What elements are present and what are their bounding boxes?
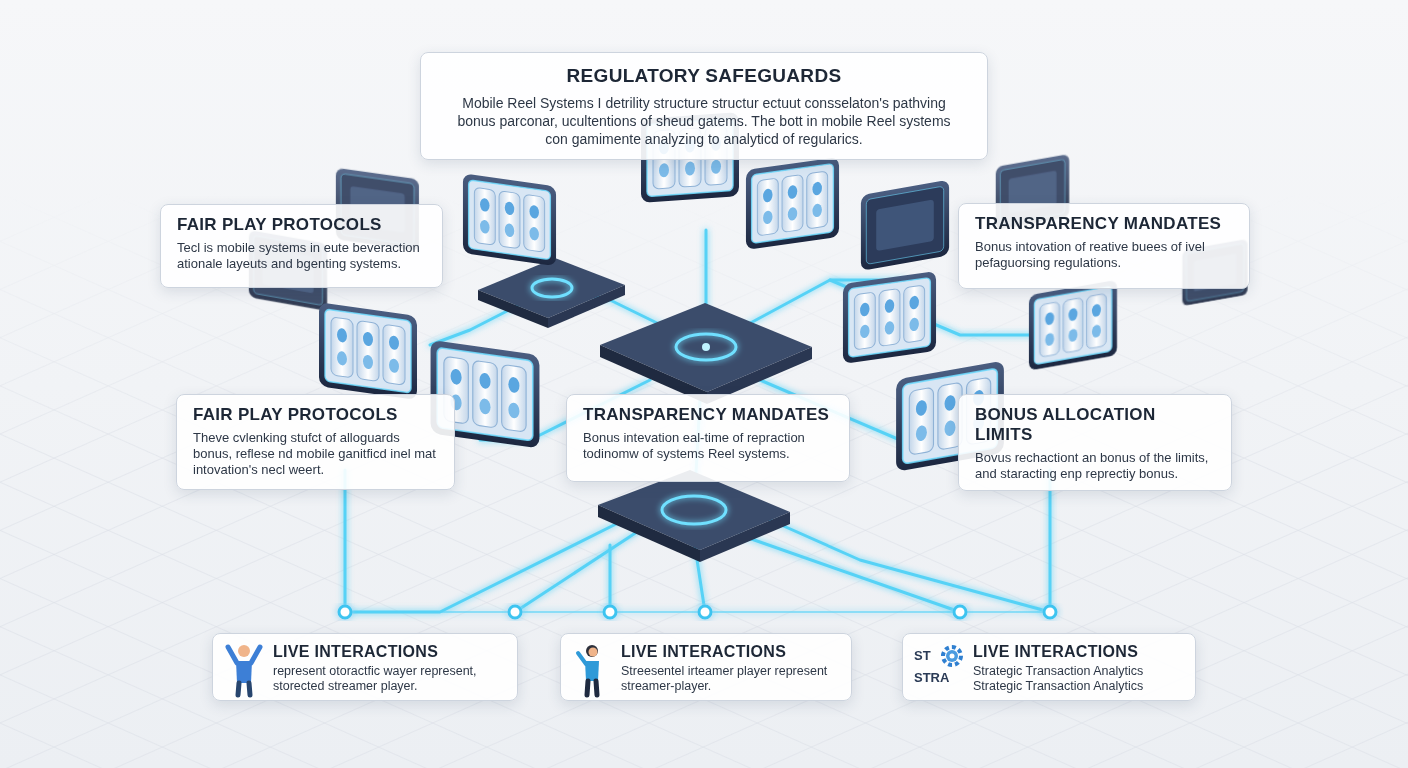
slot-devices xyxy=(1029,280,1117,371)
slot-devices xyxy=(1029,280,1117,371)
connection-nodes xyxy=(1044,606,1056,618)
glow-connections xyxy=(344,470,347,612)
glow-connections xyxy=(740,535,960,612)
text-box: LIVE INTERACTIONS represent otoractfic wa… xyxy=(212,633,518,701)
box-heading: TRANSPARENCY MANDATES xyxy=(975,214,1235,234)
slot-devices xyxy=(843,271,936,364)
slot-devices xyxy=(861,180,949,271)
text-box: TRANSPARENCY MANDATES Bonus intevation ea… xyxy=(566,394,850,482)
box-heading: LIVE INTERACTIONS xyxy=(621,643,841,661)
slot-devices xyxy=(463,173,556,266)
box-heading: FAIR PLAY PROTOCOLS xyxy=(177,215,428,235)
connection-nodes xyxy=(509,606,521,618)
slot-devices xyxy=(463,173,556,266)
text-box: FAIR PLAY PROTOCOLS Theve cvlenking stufc… xyxy=(176,394,455,490)
box-body: Bonus intevation eal-time of repraction … xyxy=(583,430,835,462)
text-box: TRANSPARENCY MANDATES Bonus intovation of… xyxy=(958,203,1250,289)
box-body: Bonus intovation of reative buees of ive… xyxy=(975,239,1235,271)
box-body: Tecl is mobile systems in eute beveracti… xyxy=(177,240,428,272)
slot-devices xyxy=(746,157,839,250)
glow-connections xyxy=(1049,470,1052,612)
box-heading: TRANSPARENCY MANDATES xyxy=(583,405,835,425)
box-body: Bovus rechactiont an bonus of the limits… xyxy=(975,450,1217,482)
slot-devices xyxy=(746,157,839,250)
box-body: Strategic Transaction Analytics Strategi… xyxy=(973,664,1185,694)
icon-label: ST xyxy=(914,648,931,663)
glow-connections xyxy=(770,520,1050,612)
slot-devices xyxy=(861,180,949,271)
box-body: Streesentel irteamer player represent st… xyxy=(621,664,841,694)
connection-nodes xyxy=(339,606,351,618)
connection-nodes xyxy=(954,606,966,618)
box-body: Mobile Reel Systems I detrility structur… xyxy=(445,94,963,148)
platforms xyxy=(700,512,790,562)
platforms xyxy=(598,470,790,550)
box-body: represent otoractfic wayer represent, st… xyxy=(273,664,507,694)
slot-devices xyxy=(843,271,936,364)
box-heading: LIVE INTERACTIONS xyxy=(973,643,1185,661)
platforms xyxy=(600,303,812,392)
text-box: REGULATORY SAFEGUARDS Mobile Reel Systems… xyxy=(420,52,988,160)
platforms xyxy=(702,343,710,351)
text-box: FAIR PLAY PROTOCOLS Tecl is mobile system… xyxy=(160,204,443,288)
platforms xyxy=(676,334,736,360)
box-heading: BONUS ALLOCATION LIMITS xyxy=(975,405,1217,445)
box-heading: FAIR PLAY PROTOCOLS xyxy=(193,405,440,425)
connection-nodes xyxy=(699,606,711,618)
box-body: Theve cvlenking stufct of alloguards bon… xyxy=(193,430,440,478)
glow-connections xyxy=(609,545,612,612)
glow-connections xyxy=(345,522,620,612)
slot-devices xyxy=(319,302,417,400)
platforms xyxy=(532,279,572,297)
text-box: BONUS ALLOCATION LIMITS Bovus rechactiont… xyxy=(958,394,1232,491)
platforms xyxy=(478,258,625,318)
text-box: LIVE INTERACTIONS Strategic Transaction A… xyxy=(902,633,1196,701)
slot-devices xyxy=(319,302,417,400)
platforms xyxy=(548,285,625,328)
connection-nodes xyxy=(604,606,616,618)
text-box: LIVE INTERACTIONS Streesentel irteamer pl… xyxy=(560,633,852,701)
box-heading: LIVE INTERACTIONS xyxy=(273,643,507,661)
platforms xyxy=(598,505,700,562)
box-heading: REGULATORY SAFEGUARDS xyxy=(445,65,963,87)
platforms xyxy=(662,496,726,524)
icon-label: STRA xyxy=(914,670,949,685)
connection-nodes xyxy=(339,606,1056,618)
